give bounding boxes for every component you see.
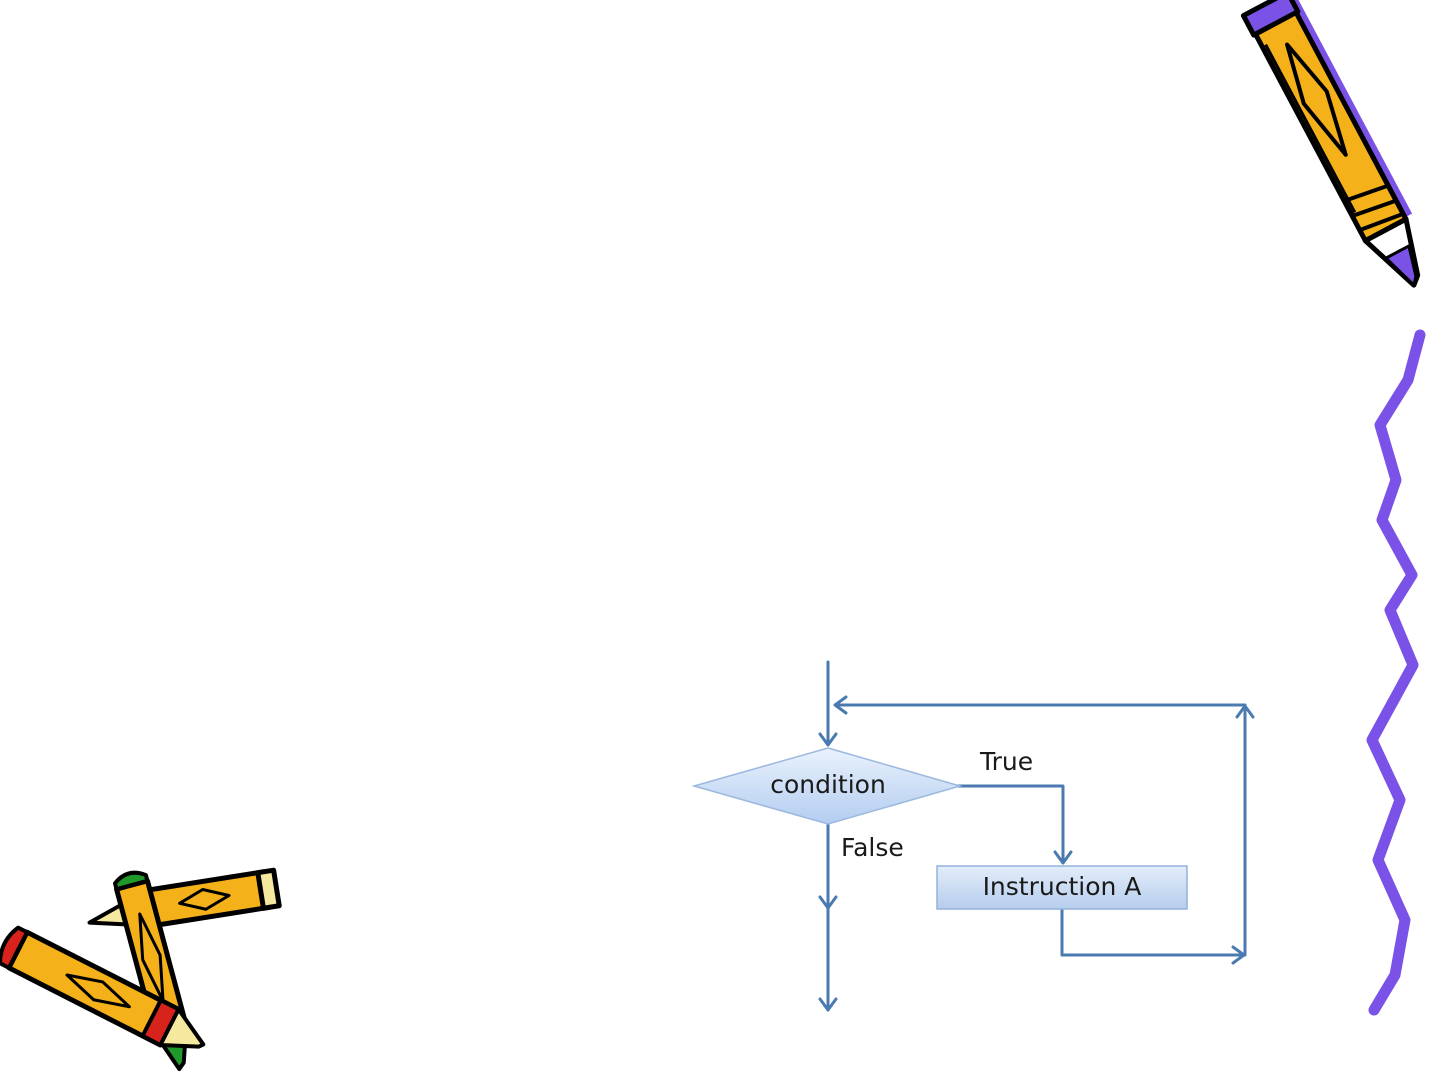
instruction-label: Instruction A	[983, 872, 1142, 901]
flowchart: condition True False Instruction A	[694, 662, 1253, 1010]
wavy-border	[1372, 335, 1420, 1010]
false-label: False	[841, 833, 904, 862]
pencil-icon	[1243, 0, 1440, 296]
decision-label: condition	[770, 770, 886, 799]
true-label: True	[979, 747, 1033, 776]
instruction-to-loop-line	[1062, 909, 1243, 955]
true-branch-line	[958, 786, 1063, 862]
crossed-pencils-icon	[0, 869, 279, 1072]
